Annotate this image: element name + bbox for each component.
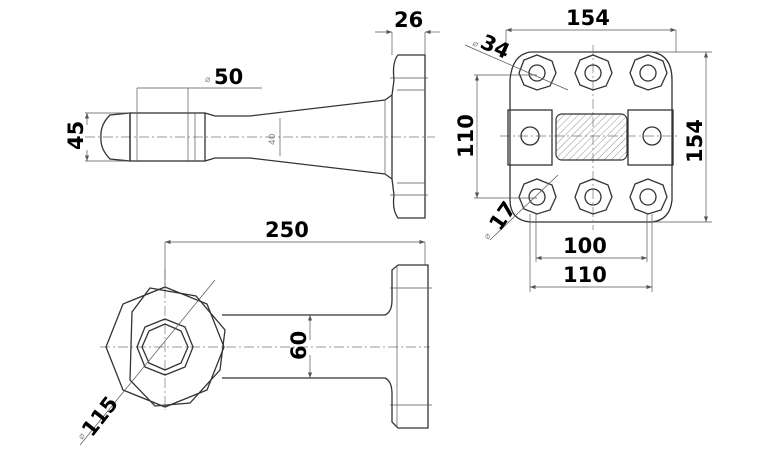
dim-eye-diameter: 115 bbox=[77, 392, 123, 441]
dim-vertical-spacing: 110 bbox=[454, 114, 478, 158]
bolt-diameter-symbol: ⌀ bbox=[482, 231, 494, 242]
dim-nose-height: 45 bbox=[64, 121, 88, 150]
dim-flange-height: 154 bbox=[683, 119, 707, 163]
side-view: 26 ⌀ 50 45 40 bbox=[64, 8, 440, 219]
bolt-hole bbox=[518, 54, 557, 91]
dim-pin-diameter: 50 bbox=[214, 65, 243, 89]
dim-outer-spacing: 110 bbox=[563, 263, 607, 287]
bolt-hole bbox=[574, 54, 613, 91]
dim-flange-width: 154 bbox=[566, 6, 610, 30]
bolt-hole bbox=[518, 178, 557, 215]
bolt-hole bbox=[629, 54, 668, 91]
dim-arm-width: 60 bbox=[287, 331, 311, 360]
hole-diameter-symbol: ⌀ bbox=[471, 39, 481, 51]
flange-view: 154 154 110 ⌀ 34 ⌀ 17 100 110 bbox=[454, 6, 712, 292]
dim-hole-diameter: 34 bbox=[477, 30, 514, 64]
dim-bolt-diameter: 17 bbox=[484, 197, 520, 235]
dim-overall-length: 250 bbox=[265, 218, 309, 242]
bolt-hole bbox=[574, 178, 613, 215]
dim-flange-thickness: 26 bbox=[394, 8, 423, 32]
eye-diameter-symbol: ⌀ bbox=[76, 431, 88, 442]
pin-diameter-symbol: ⌀ bbox=[205, 75, 211, 85]
dim-inner-spacing: 100 bbox=[563, 234, 607, 258]
bolt-hole bbox=[629, 178, 668, 215]
bottom-view: 250 60 ⌀ 115 bbox=[76, 218, 432, 446]
dim-neck-diameter: 40 bbox=[268, 133, 278, 145]
